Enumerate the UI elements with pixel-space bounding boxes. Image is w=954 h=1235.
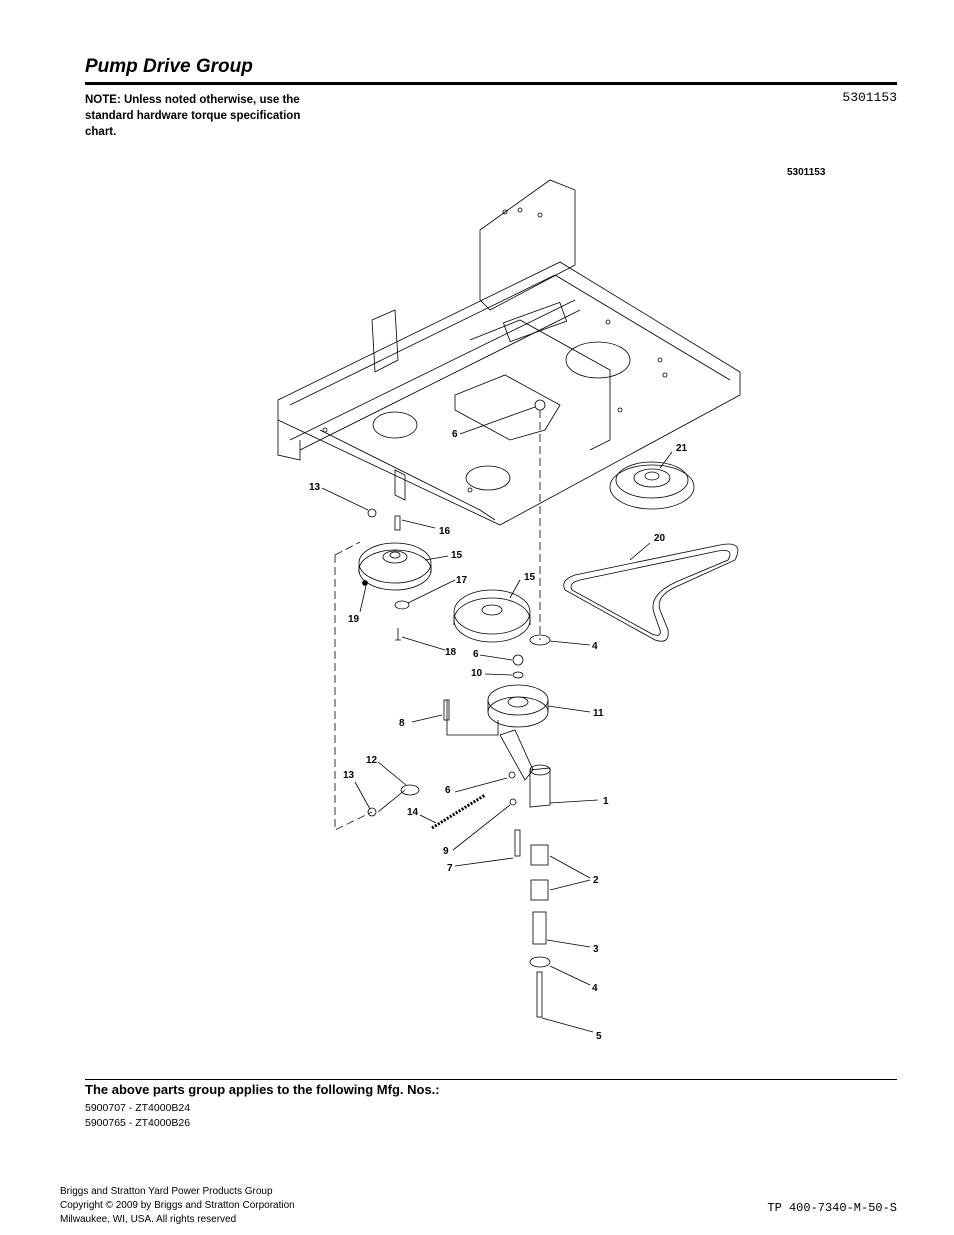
leader-lines	[321, 406, 673, 1033]
page-title: Pump Drive Group	[85, 56, 253, 77]
callout-6a: 6	[452, 429, 458, 440]
pulley-lower	[453, 589, 531, 643]
applies-heading: The above parts group applies to the fol…	[85, 1082, 440, 1097]
callout-1: 1	[603, 796, 609, 807]
hardware	[362, 399, 551, 1018]
footer-copyright-line: Copyright © 2009 by Briggs and Stratton …	[60, 1200, 295, 1211]
callout-11: 11	[593, 708, 604, 719]
mfg-number: 5900765 - ZT4000B26	[85, 1117, 191, 1129]
pump-pulley	[609, 461, 695, 510]
callout-18: 18	[445, 647, 457, 658]
callout-6b: 6	[473, 649, 479, 660]
callout-10: 10	[471, 668, 483, 679]
callout-12: 12	[366, 755, 378, 766]
idler-pulley	[487, 684, 549, 728]
pulley-upper	[358, 542, 432, 591]
callout-8: 8	[399, 718, 405, 729]
callout-5: 5	[596, 1031, 602, 1042]
callout-6c: 6	[445, 785, 451, 796]
callout-7: 7	[447, 863, 453, 874]
callout-4b: 4	[592, 983, 598, 994]
callout-14: 14	[407, 807, 419, 818]
callout-4a: 4	[592, 641, 598, 652]
title-rule	[85, 82, 897, 85]
callout-21: 21	[676, 443, 688, 454]
drive-belt	[563, 543, 739, 642]
footer-location: Milwaukee, WI, USA. All rights reserved	[60, 1214, 237, 1225]
callout-3: 3	[593, 944, 599, 955]
callout-13b: 13	[343, 770, 355, 781]
callout-15a: 15	[451, 550, 463, 561]
mfg-number: 5900707 - ZT4000B24	[85, 1102, 191, 1114]
footer-copyright: Briggs and Stratton Yard Power Products …	[60, 1185, 295, 1227]
callout-19: 19	[348, 614, 360, 625]
callout-13a: 13	[309, 482, 321, 493]
callout-15b: 15	[524, 572, 536, 583]
frame-plate	[277, 179, 741, 526]
bottom-rule	[85, 1079, 897, 1080]
footer-company: Briggs and Stratton Yard Power Products …	[60, 1186, 273, 1197]
torque-note: NOTE: Unless noted otherwise, use the st…	[85, 94, 301, 138]
callout-20: 20	[654, 533, 666, 544]
callout-labels: 6 21 13 16 20 15 15 17 19 4 18 6 10 11 8…	[309, 429, 688, 1042]
callout-16: 16	[439, 526, 451, 537]
callout-17: 17	[456, 575, 468, 586]
callout-9: 9	[443, 846, 449, 857]
part-number-top: 5301153	[842, 90, 897, 105]
diagram-ref-number: 5301153	[787, 167, 826, 178]
callout-2: 2	[593, 875, 599, 886]
footer-doc-code: TP 400-7340-M-50-S	[767, 1201, 897, 1215]
